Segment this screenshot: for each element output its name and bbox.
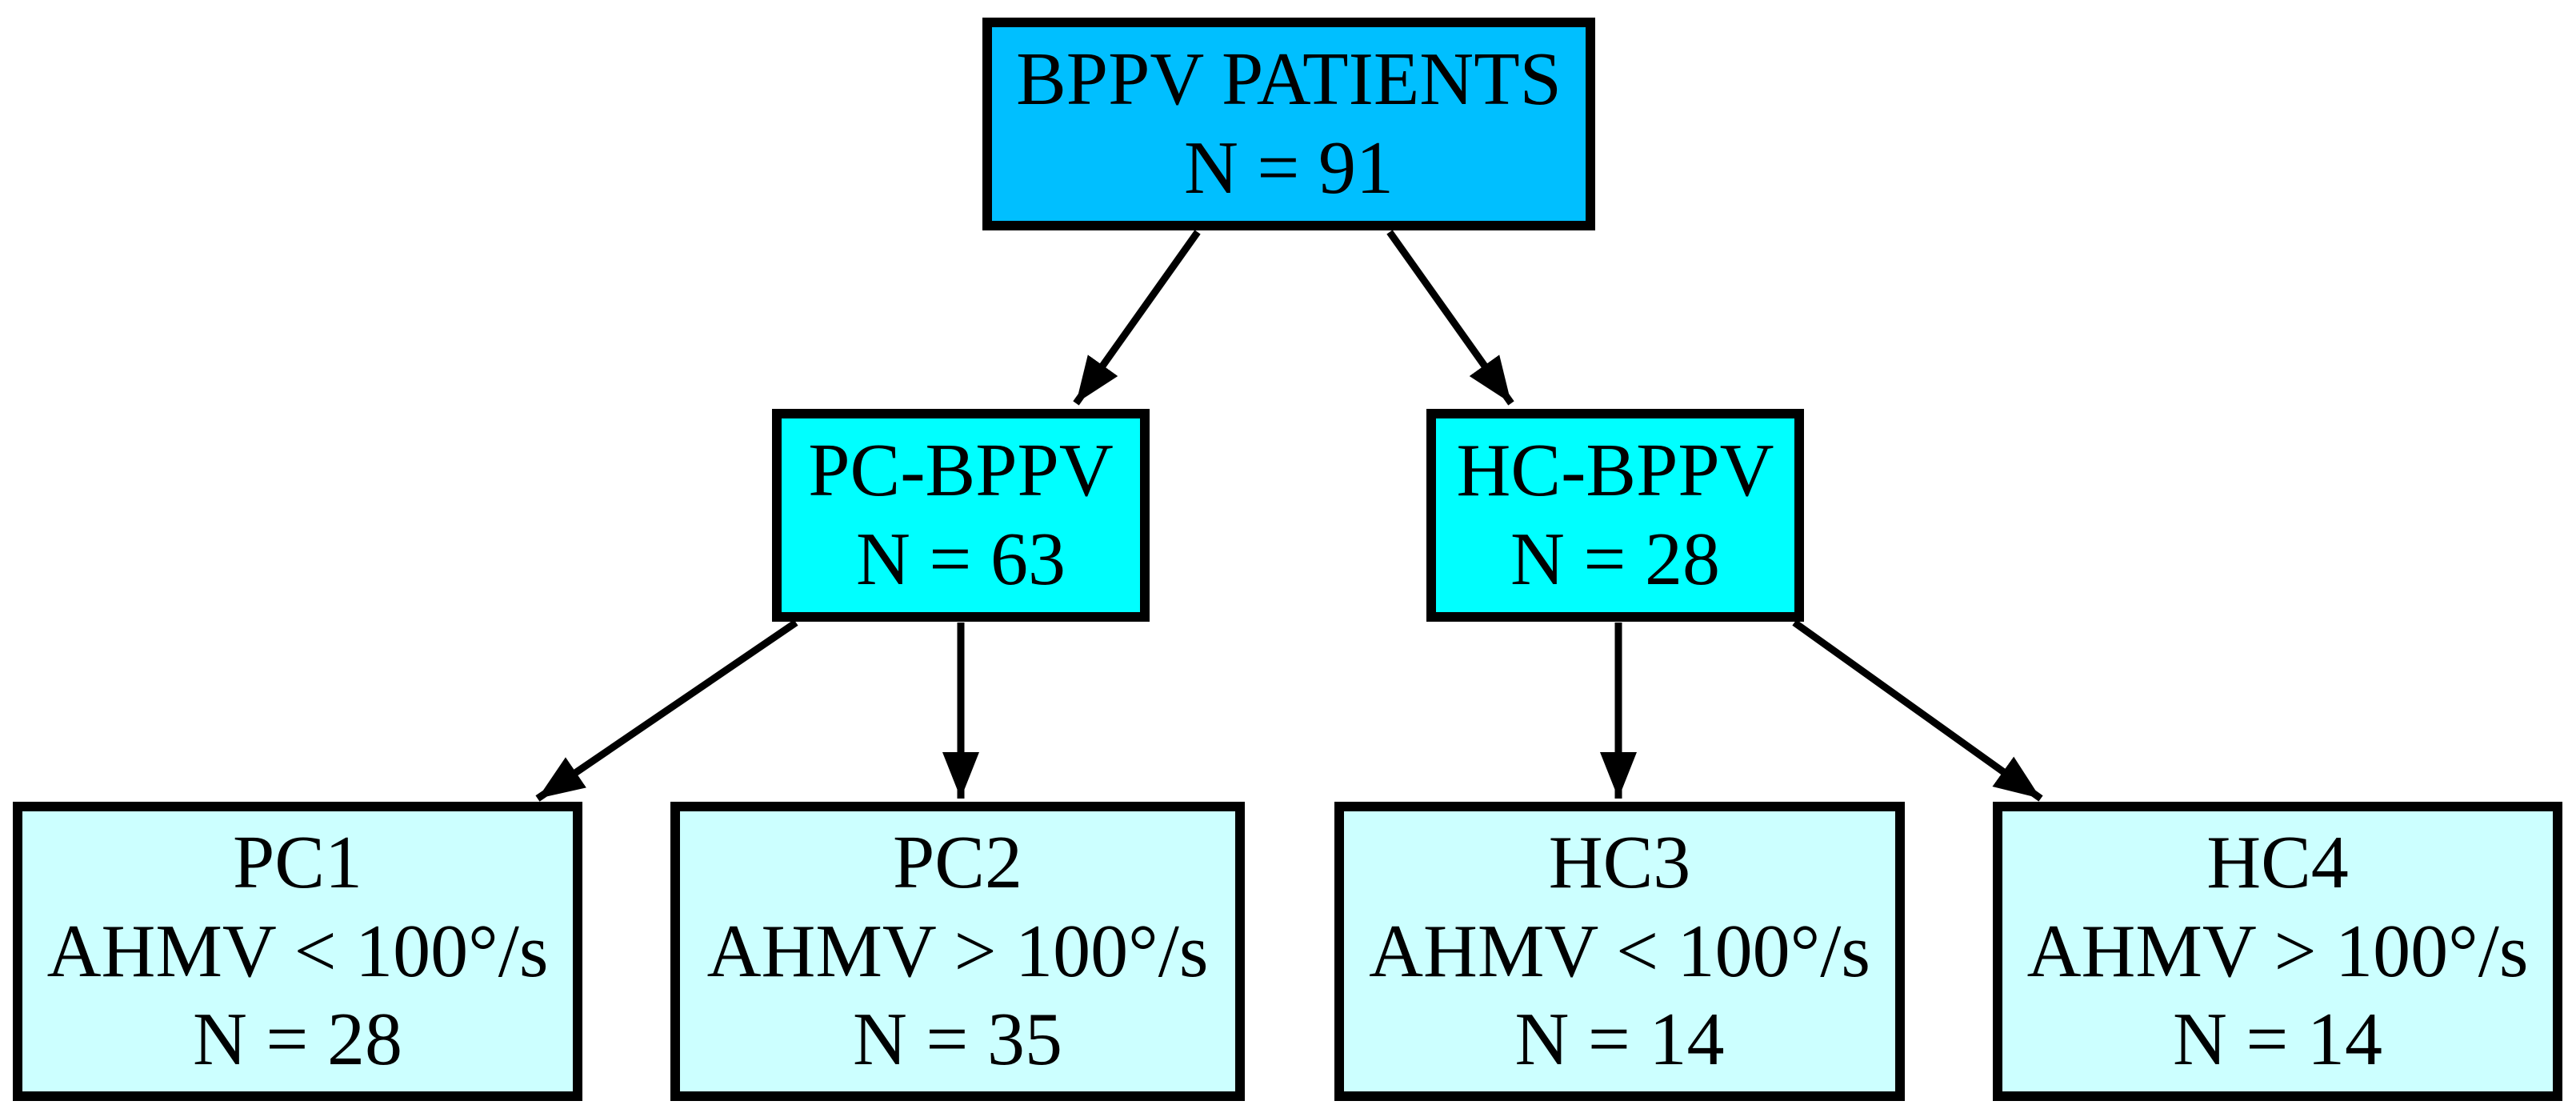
node-title: PC2 xyxy=(893,820,1022,904)
node-count: N = 63 xyxy=(856,518,1066,601)
arrow-root-to-pc-bppv xyxy=(1073,230,1201,406)
node-title: HC4 xyxy=(2206,820,2349,904)
arrow-hc-bppv-to-hc4 xyxy=(1792,619,2043,802)
node-title: HC-BPPV xyxy=(1456,429,1774,513)
node-count: N = 35 xyxy=(853,998,1062,1082)
node-pc-bppv: PC-BPPV N = 63 xyxy=(772,409,1150,622)
node-hc3: HC3 AHMV < 100°/s N = 14 xyxy=(1334,802,1905,1101)
node-criterion: AHMV > 100°/s xyxy=(706,909,1209,993)
node-hc4: HC4 AHMV > 100°/s N = 14 xyxy=(1993,802,2562,1101)
arrow-root-to-hc-bppv xyxy=(1386,230,1514,406)
node-count: N = 14 xyxy=(2173,998,2382,1082)
node-hc-bppv: HC-BPPV N = 28 xyxy=(1426,409,1804,622)
node-title: PC1 xyxy=(233,820,362,904)
node-pc2: PC2 AHMV > 100°/s N = 35 xyxy=(670,802,1245,1101)
node-title: BPPV PATIENTS xyxy=(1016,38,1562,122)
node-bppv-patients: BPPV PATIENTS N = 91 xyxy=(982,18,1595,230)
node-count: N = 28 xyxy=(1510,518,1720,601)
arrow-pc-bppv-to-pc1 xyxy=(535,619,798,802)
node-pc1: PC1 AHMV < 100°/s N = 28 xyxy=(13,802,582,1101)
node-criterion: AHMV > 100°/s xyxy=(2026,909,2529,993)
node-title: PC-BPPV xyxy=(808,429,1114,513)
node-count: N = 28 xyxy=(193,998,402,1082)
node-count: N = 14 xyxy=(1514,998,1725,1082)
node-criterion: AHMV < 100°/s xyxy=(46,909,549,993)
node-criterion: AHMV < 100°/s xyxy=(1369,909,1870,993)
node-count: N = 91 xyxy=(1184,126,1394,210)
node-title: HC3 xyxy=(1548,820,1691,904)
